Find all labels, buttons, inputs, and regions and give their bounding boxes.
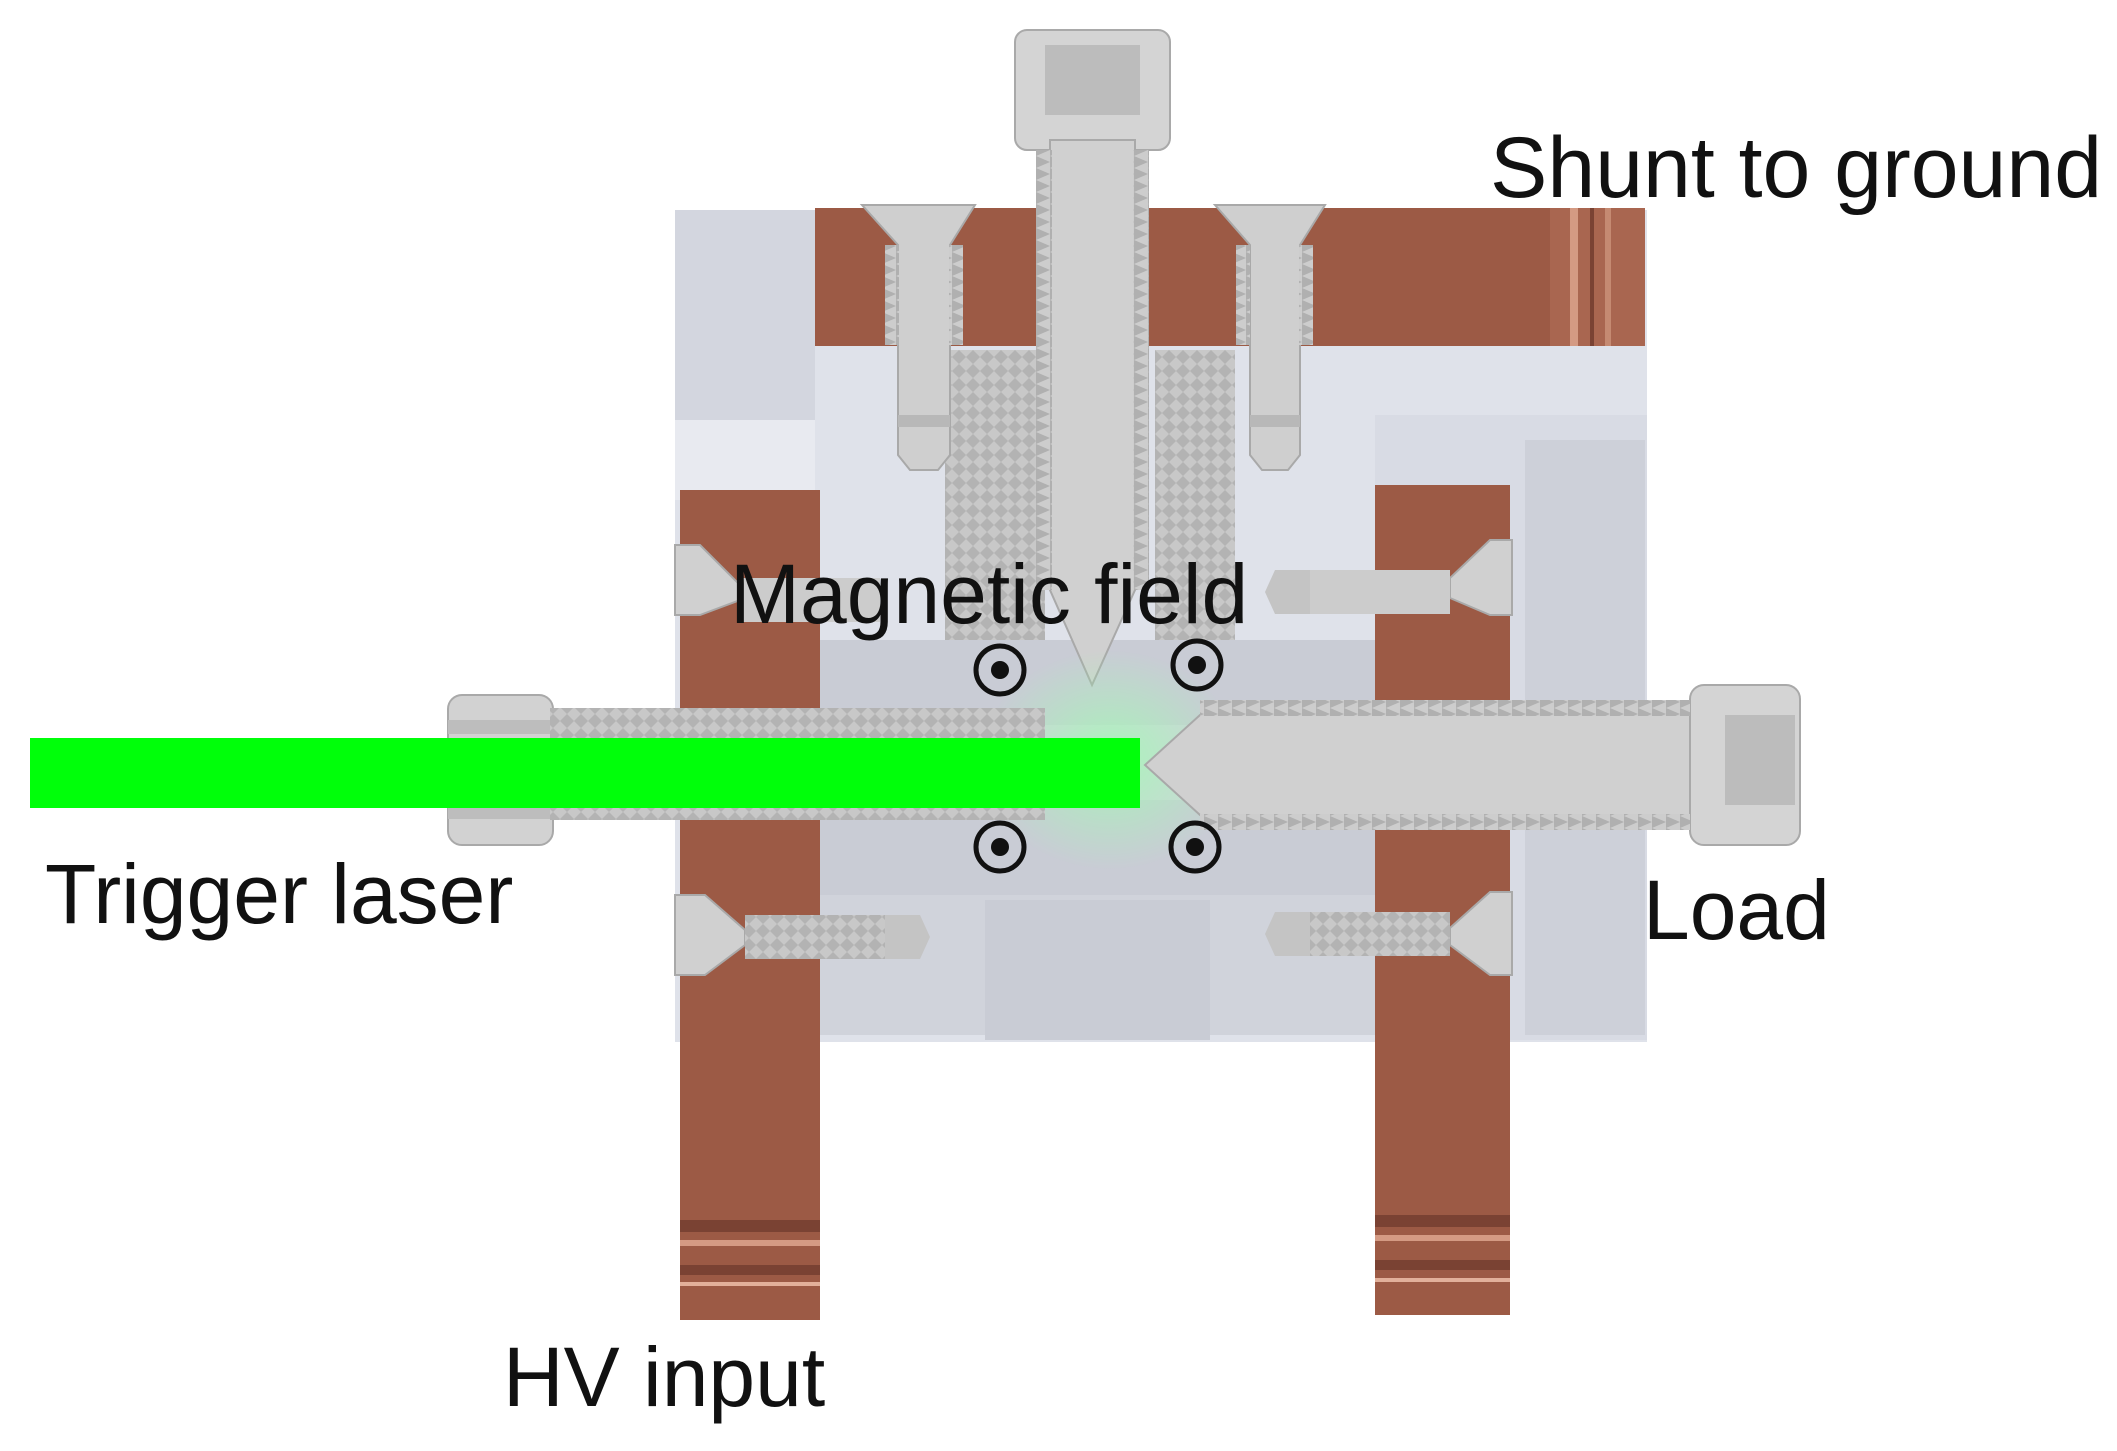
trigger-laser-label: Trigger laser [45, 847, 514, 941]
center-electrode-screw [1014, 29, 1171, 688]
field-marker-icon [1170, 638, 1224, 692]
vertical-bore [945, 350, 1235, 660]
top-screw-left [859, 204, 977, 471]
hv-input-label: HV input [503, 1330, 826, 1424]
field-marker-icon [1168, 820, 1222, 874]
magnetic-field-markers [973, 638, 1224, 874]
load-side-screw [1143, 684, 1801, 846]
load-label: Load [1643, 863, 1830, 957]
field-marker-icon [973, 643, 1027, 697]
magnetic-field-label: Magnetic field [730, 547, 1249, 641]
shunt-to-ground-label: Shunt to ground [1490, 120, 2103, 216]
load-screw-lower [1265, 891, 1513, 976]
hv-screw-upper [674, 544, 880, 622]
load-screw-upper [1265, 539, 1513, 616]
trigger-laser-beam [30, 738, 1140, 808]
top-screw-right [1212, 204, 1327, 471]
hv-screw-lower [674, 894, 930, 976]
field-marker-icon [973, 820, 1027, 874]
